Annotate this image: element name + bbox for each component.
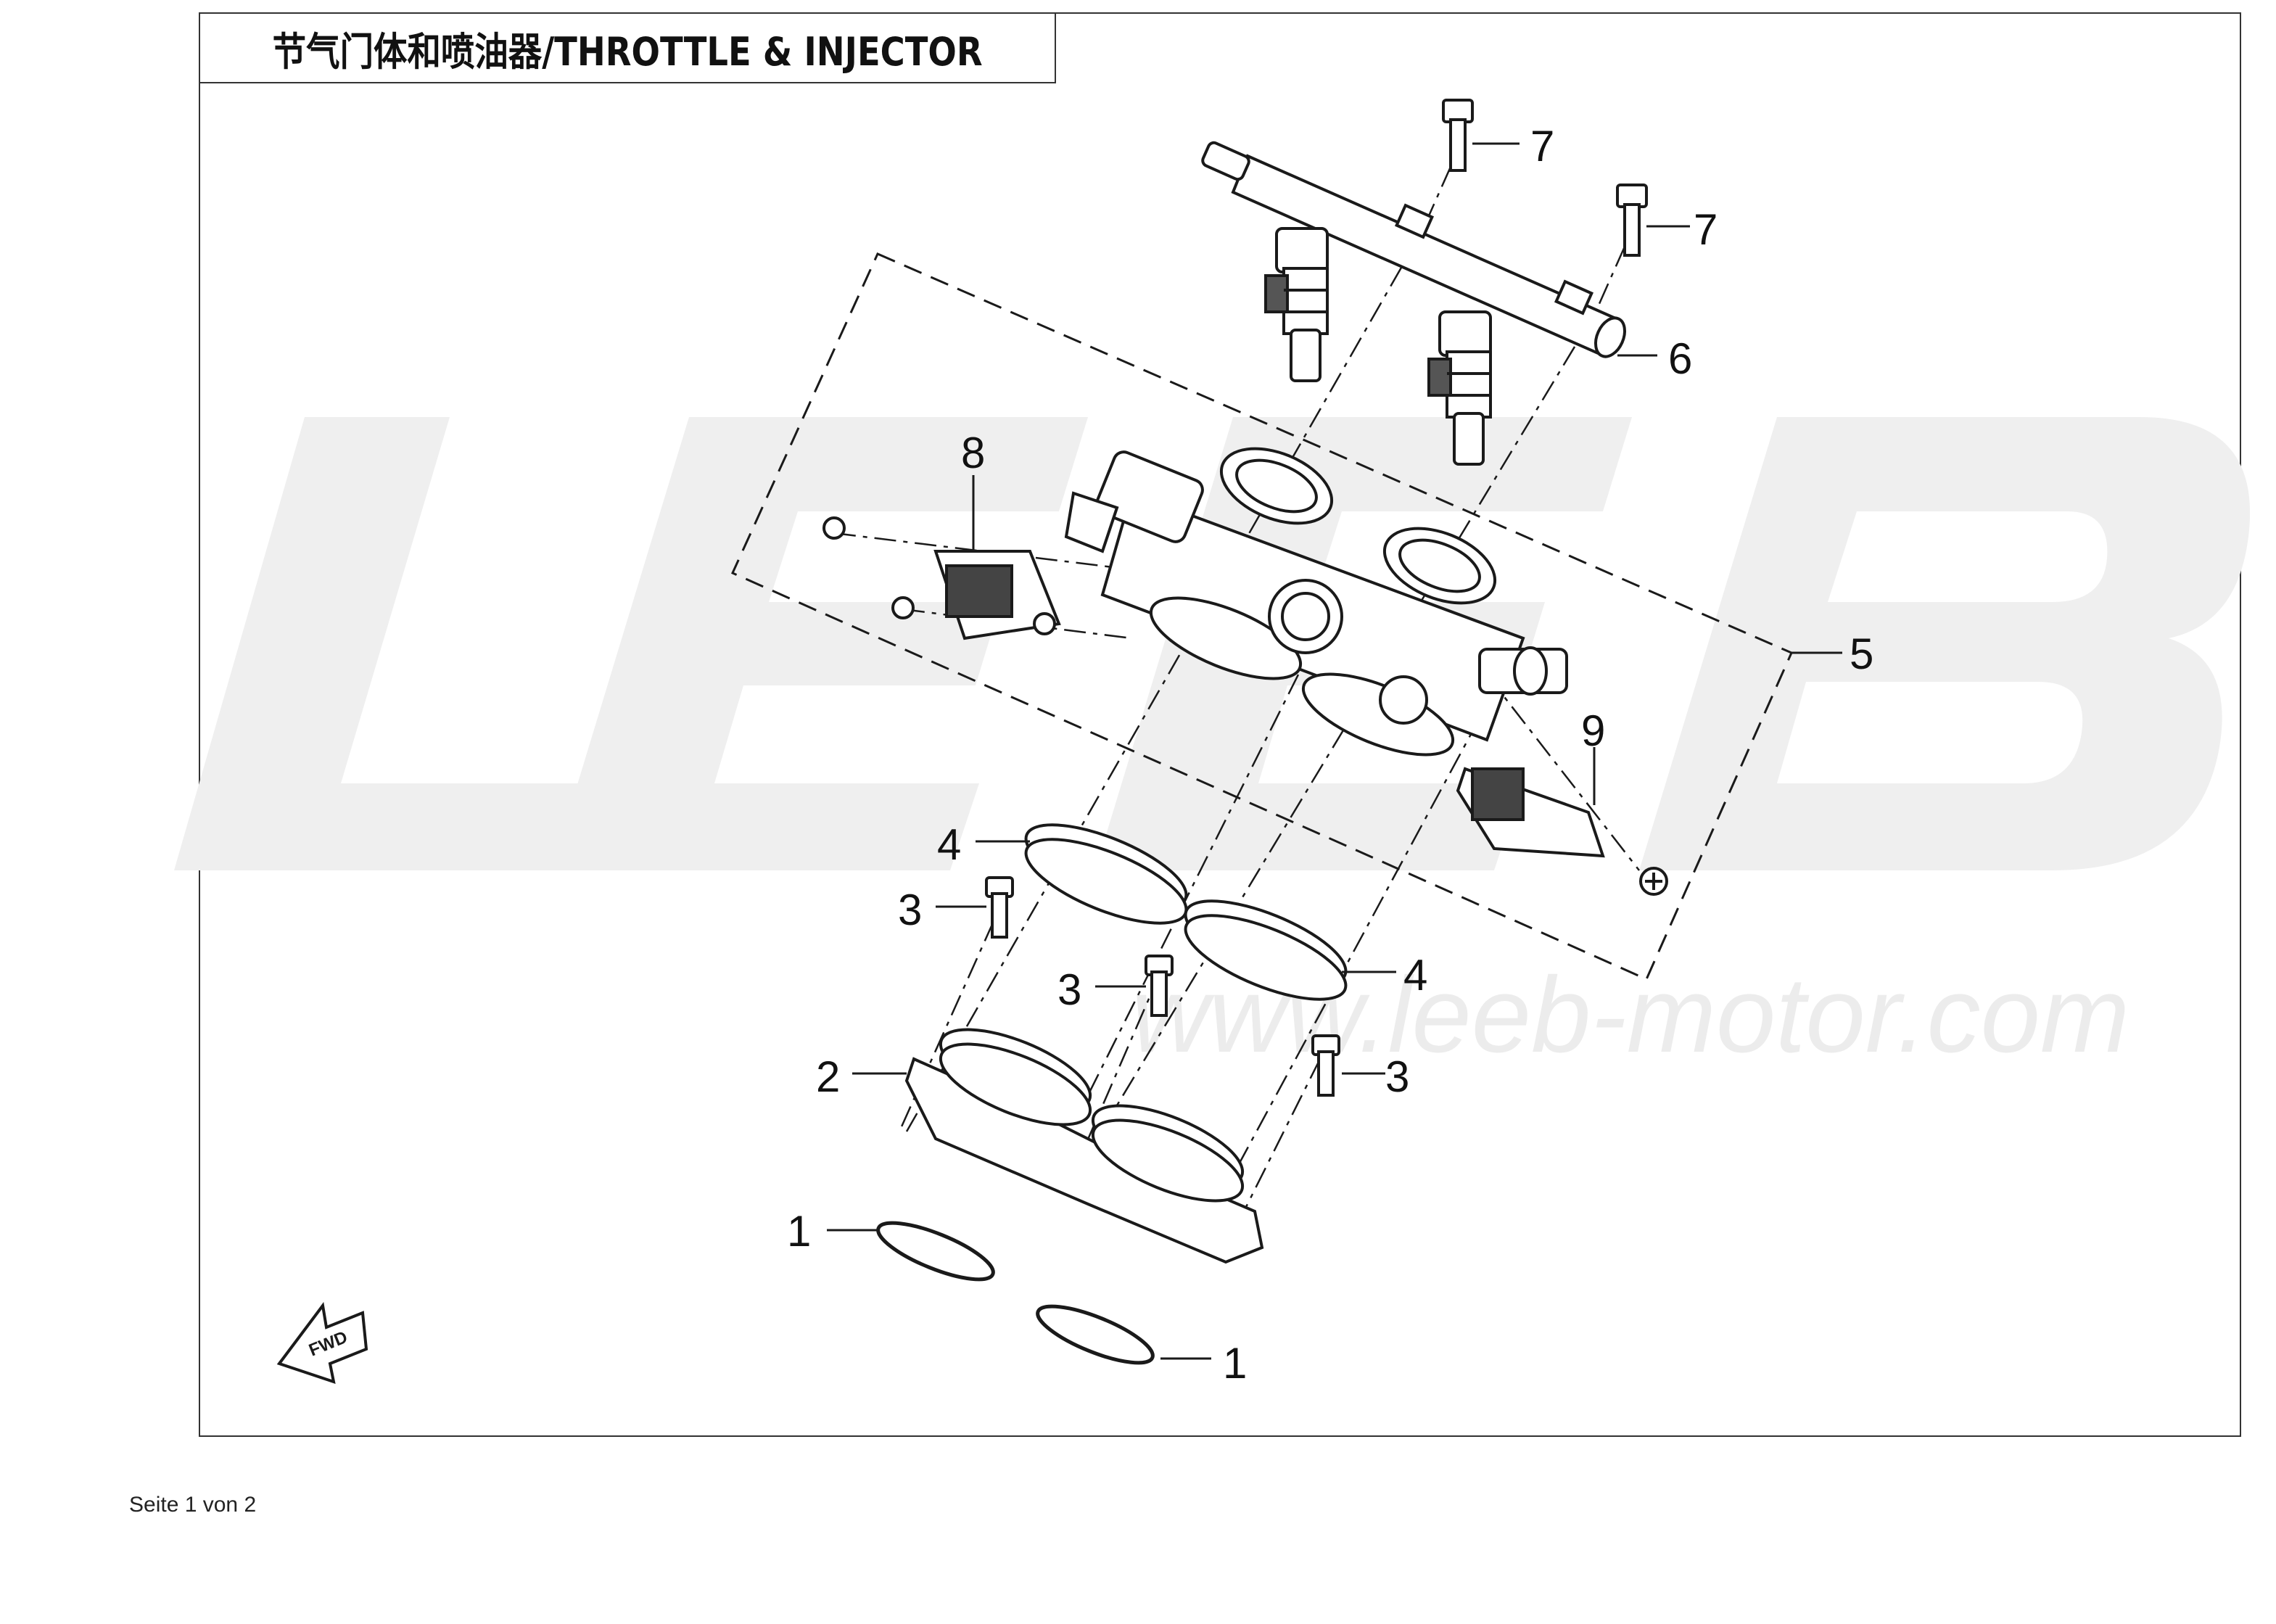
callout-5: 5 — [1850, 630, 1873, 678]
intake-bolt-a — [985, 876, 1014, 939]
callout-3a: 3 — [898, 886, 922, 934]
page-footer: Seite 1 von 2 — [129, 1493, 257, 1517]
fuel-rail — [1201, 141, 1627, 358]
callout-3c: 3 — [1385, 1052, 1409, 1101]
callout-1a: 1 — [787, 1207, 811, 1256]
intake-clamp-upper — [1024, 823, 1188, 925]
callout-3b: 3 — [1057, 965, 1081, 1014]
callout-9: 9 — [1581, 706, 1605, 755]
title-box: 节气门体和喷油器/THROTTLE & INJECTOR — [199, 12, 1056, 83]
callout-4b: 4 — [1403, 951, 1427, 999]
rail-bolt-lower — [1616, 184, 1648, 257]
page-title: 节气门体和喷油器/THROTTLE & INJECTOR — [272, 28, 983, 75]
callout-7b: 7 — [1694, 205, 1718, 254]
throttle-assembly-dashed-outline — [731, 252, 1793, 981]
throttle-body — [1064, 447, 1568, 757]
map-sensor — [1456, 767, 1668, 896]
rail-bolt-upper — [1442, 99, 1474, 172]
throttle-position-sensor — [822, 516, 1061, 640]
callout-4a: 4 — [937, 820, 961, 869]
callout-7a: 7 — [1530, 122, 1554, 170]
callout-8: 8 — [961, 429, 985, 477]
intake-manifold — [904, 1028, 1264, 1264]
fuel-injector-left — [1264, 227, 1329, 382]
callout-1b: 1 — [1223, 1339, 1247, 1388]
intake-clamp-lower — [1184, 899, 1348, 1001]
intake-bolt-c — [1311, 1034, 1340, 1097]
diagram-frame — [199, 12, 2241, 1437]
intake-bolt-b — [1145, 955, 1174, 1017]
forward-direction-icon: FWD — [276, 1302, 368, 1384]
callout-leader-lines — [827, 142, 1842, 1360]
callout-2: 2 — [816, 1052, 840, 1101]
o-ring-lower — [1036, 1304, 1155, 1365]
o-ring-upper — [876, 1221, 995, 1282]
callout-6: 6 — [1668, 334, 1692, 383]
fuel-injector-right — [1427, 310, 1492, 466]
